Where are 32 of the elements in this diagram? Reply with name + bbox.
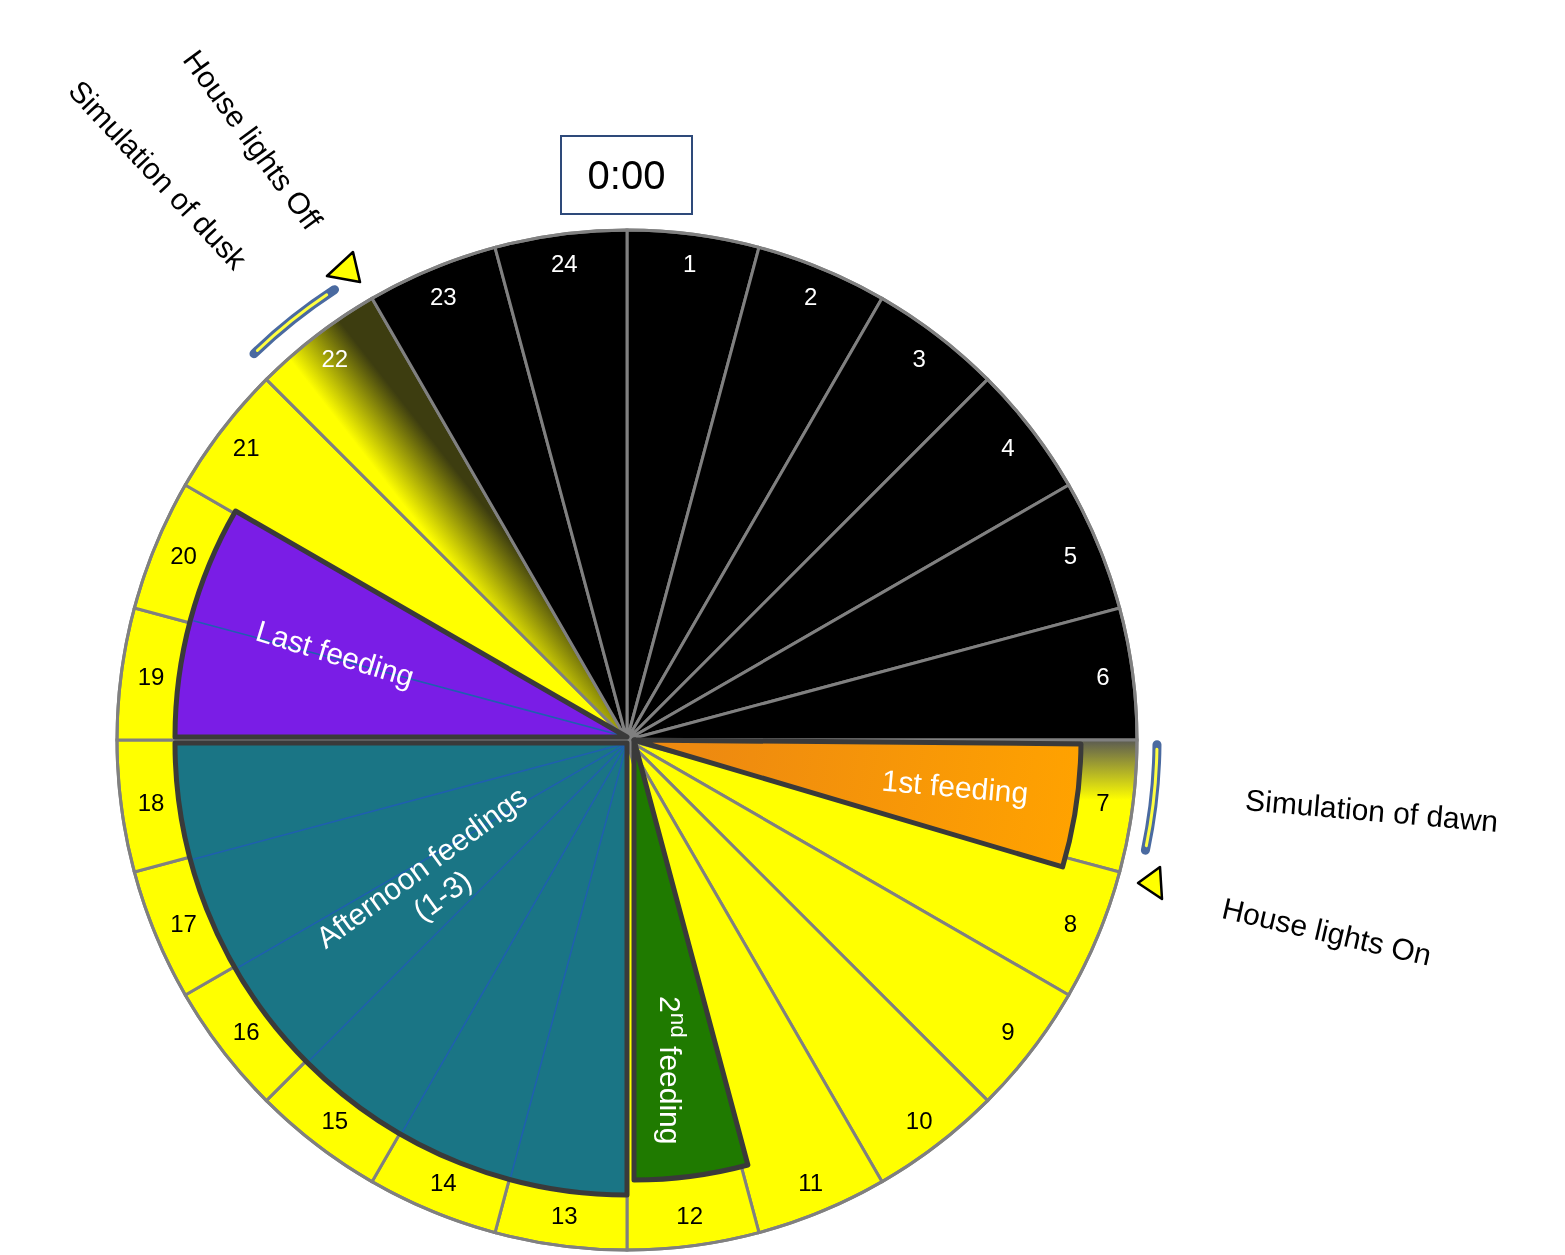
feeding-segment	[631, 737, 751, 1183]
hour-number: 13	[551, 1203, 578, 1228]
hour-number: 16	[232, 1020, 260, 1045]
hour-number: 9	[1001, 1020, 1015, 1045]
hour-number: 5	[1063, 544, 1078, 569]
hour-number: 11	[798, 1171, 824, 1196]
annotation-text: Simulation of dawn	[1244, 785, 1500, 837]
hour-number: 18	[137, 790, 165, 815]
feeding-segment	[172, 740, 630, 1198]
feeding-segment	[172, 508, 630, 740]
hour-number: 20	[170, 544, 197, 569]
hour-number: 2	[804, 284, 818, 309]
time-box	[560, 135, 693, 215]
hour-number: 19	[137, 665, 165, 690]
hour-number: 24	[551, 252, 578, 277]
hour-number: 21	[232, 435, 260, 460]
hour-number: 14	[429, 1171, 457, 1196]
annotation-text: House lights On	[1219, 893, 1435, 971]
hour-number: 22	[321, 347, 349, 372]
hour-number: 1	[682, 252, 697, 277]
hour-number: 4	[1001, 435, 1015, 460]
hour-number: 15	[321, 1108, 349, 1133]
hour-number: 7	[1096, 790, 1110, 815]
feeding-label: 1st feeding	[879, 762, 1031, 812]
hour-number: 12	[676, 1203, 703, 1228]
hour-number: 17	[170, 911, 197, 936]
hour-number: 23	[429, 284, 457, 309]
hour-number: 6	[1096, 665, 1110, 690]
hour-number: 3	[912, 347, 926, 372]
time-label: 0:00	[587, 155, 666, 195]
hour-number: 8	[1063, 911, 1078, 936]
hour-number: 10	[905, 1108, 933, 1133]
